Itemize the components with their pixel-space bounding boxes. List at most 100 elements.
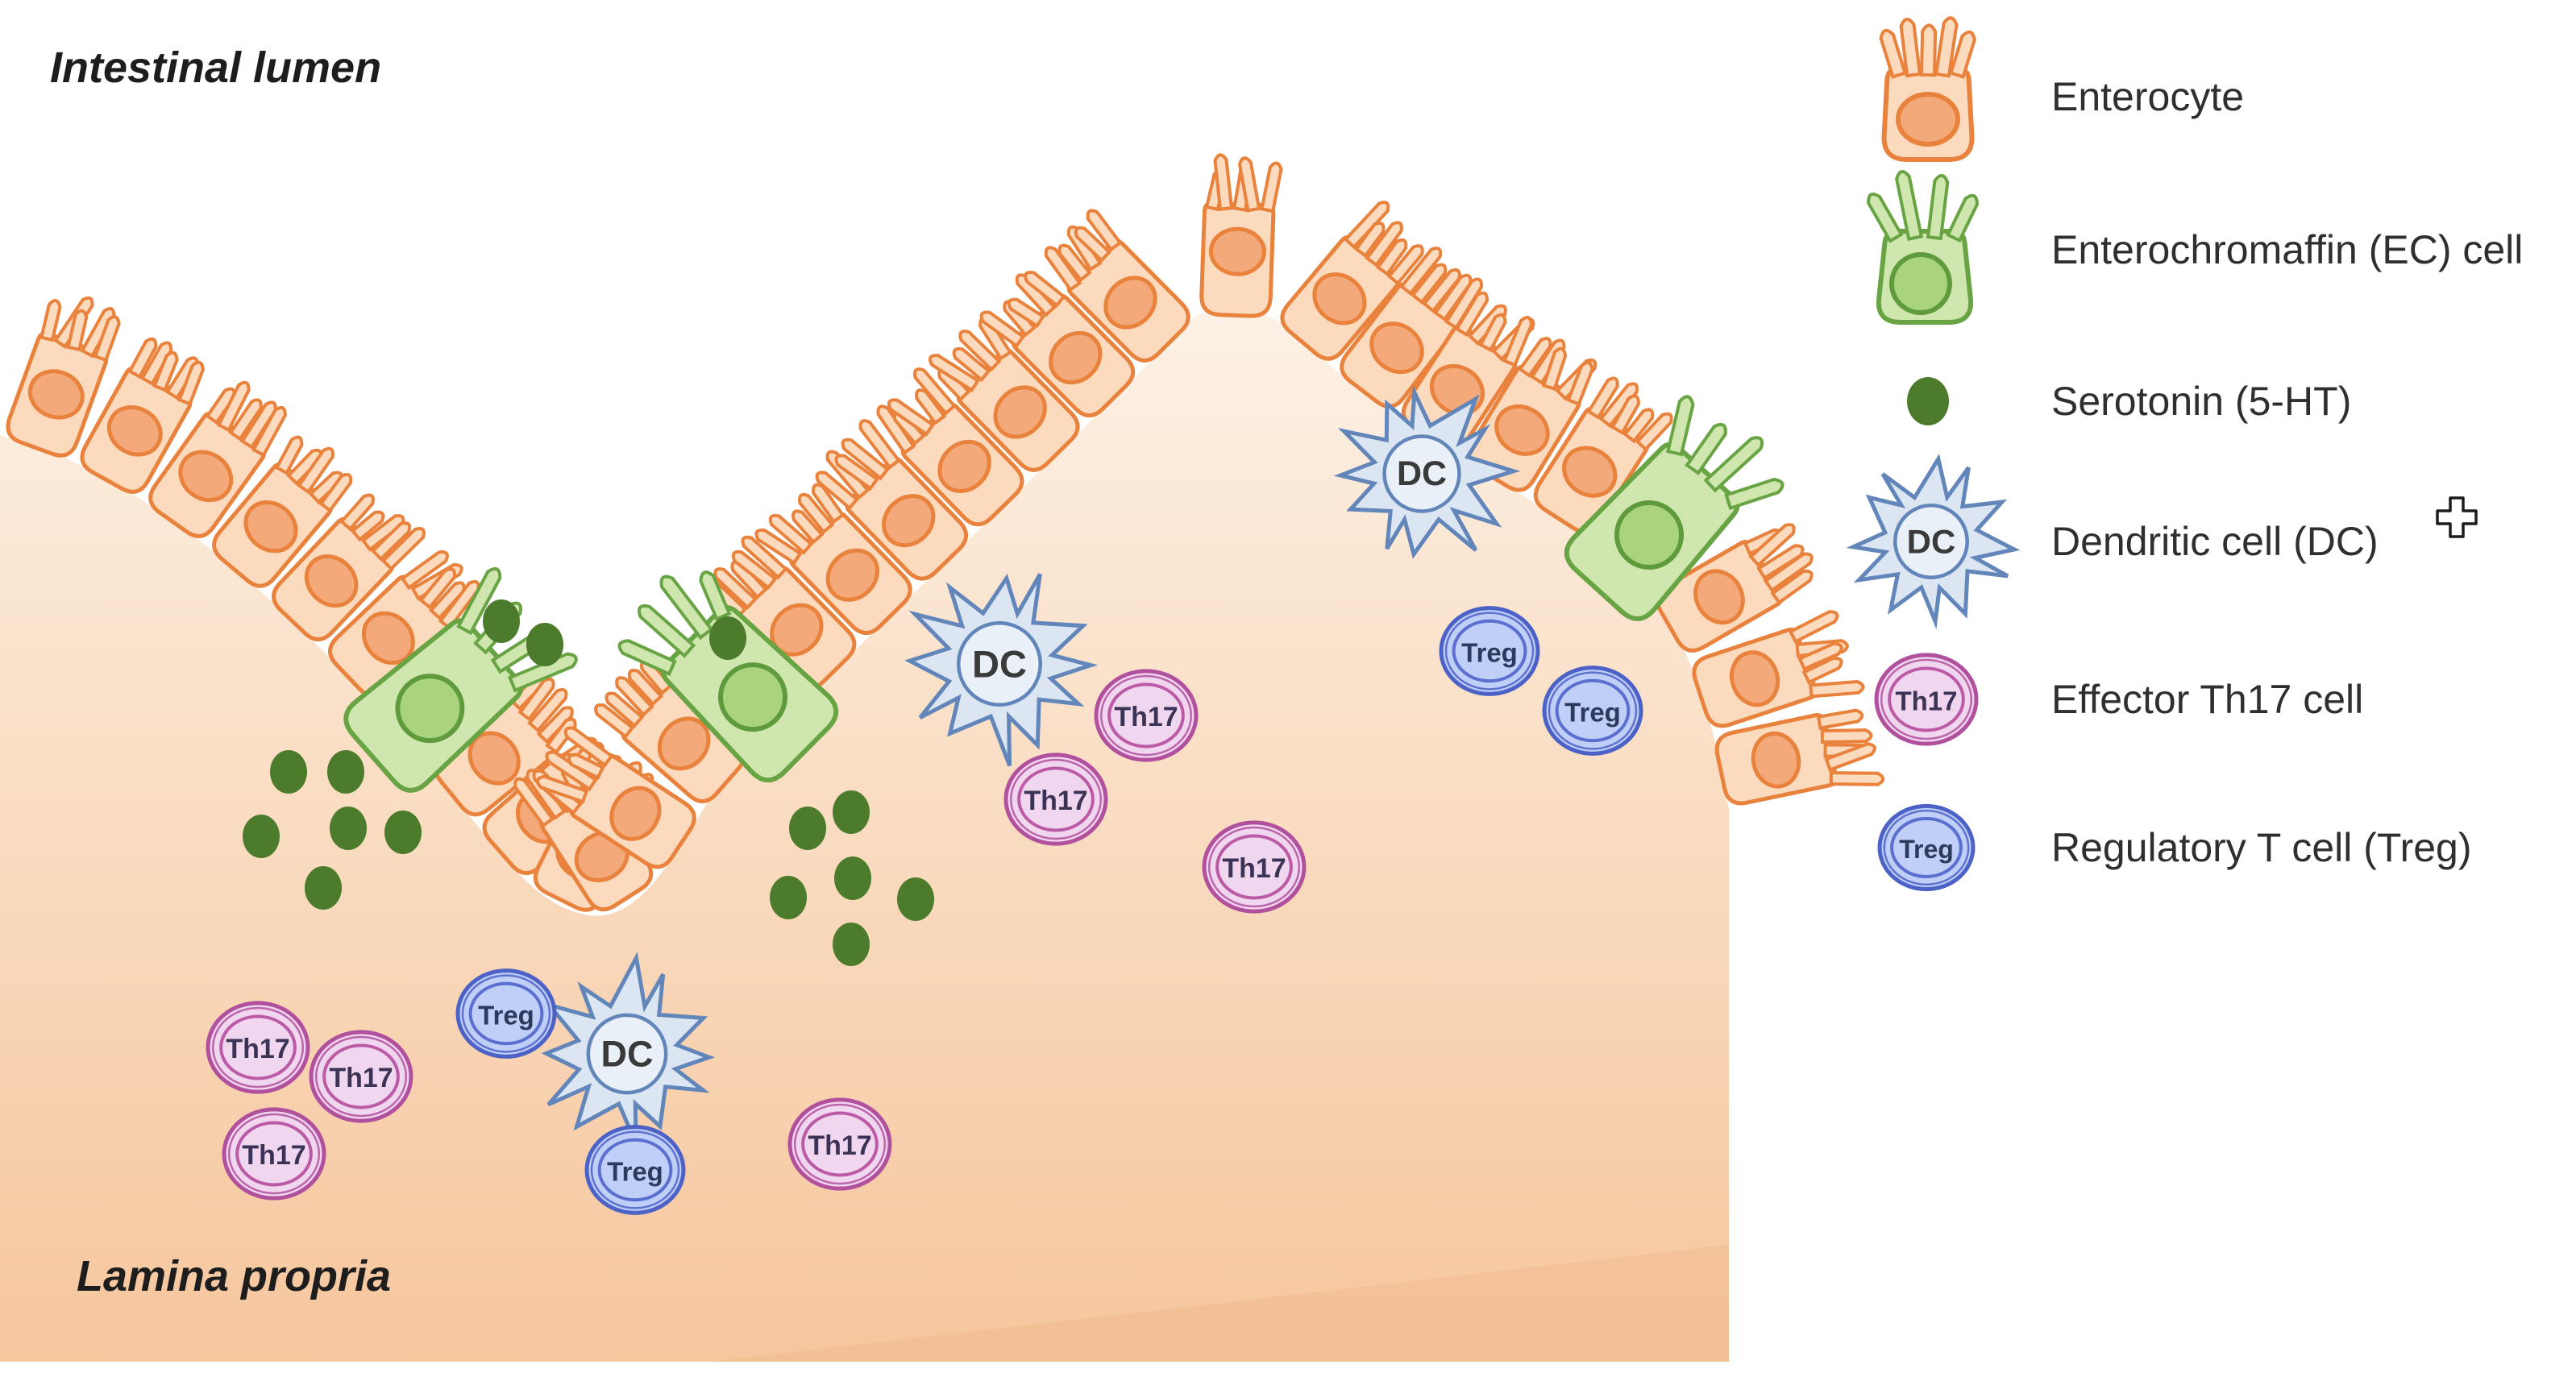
legend-label-treg-cell: Regulatory T cell (Treg) bbox=[2051, 825, 2471, 870]
microvilli bbox=[741, 535, 788, 580]
microvilli bbox=[274, 435, 304, 475]
microvilli bbox=[1444, 277, 1483, 330]
enterocyte-cell bbox=[6, 296, 121, 458]
microvilli bbox=[1926, 173, 1950, 241]
microvilli bbox=[1797, 641, 1843, 671]
microvilli bbox=[507, 652, 578, 693]
legend-icon-th17-cell-badge: Th17 bbox=[1895, 686, 1957, 716]
th17-cell: Th17 bbox=[1094, 669, 1199, 762]
enterochromaffin-cell bbox=[617, 570, 839, 783]
microvilli bbox=[456, 566, 502, 636]
legend-icon-treg-cell: Treg bbox=[1877, 803, 1976, 892]
enterocyte-cell bbox=[1692, 610, 1865, 728]
enterocyte-nucleus bbox=[1494, 404, 1550, 456]
ec-nucleus bbox=[395, 674, 465, 744]
microvilli bbox=[1454, 291, 1489, 338]
treg-cell: Treg bbox=[1439, 606, 1540, 696]
microvilli bbox=[545, 750, 598, 792]
microvilli bbox=[928, 354, 980, 392]
microvilli bbox=[535, 774, 589, 804]
enterocyte-cell bbox=[1340, 247, 1483, 408]
lamina-propria-shade bbox=[709, 1245, 1729, 1362]
microvilli bbox=[1375, 238, 1408, 276]
microvilli bbox=[1598, 382, 1639, 429]
enterocyte-nucleus bbox=[27, 369, 85, 420]
microvilli bbox=[517, 677, 555, 722]
microvilli bbox=[39, 299, 62, 342]
microvilli bbox=[1237, 156, 1261, 213]
enterocyte-nucleus bbox=[1049, 330, 1103, 385]
microvilli bbox=[1386, 244, 1424, 286]
microvilli bbox=[1044, 246, 1082, 292]
microvilli bbox=[1809, 679, 1865, 699]
microvilli bbox=[1635, 412, 1673, 452]
th17-cell-badge: Th17 bbox=[242, 1140, 305, 1171]
legend-label-th17-cell: Effector Th17 cell bbox=[2051, 677, 2363, 722]
microvilli bbox=[1074, 226, 1112, 263]
legend-icon-ec-cell bbox=[1867, 170, 1980, 325]
lamina-propria-label: Lamina propria bbox=[77, 1252, 391, 1300]
serotonin-dot bbox=[526, 623, 563, 666]
th17-cell-badge: Th17 bbox=[1222, 853, 1286, 884]
microvilli bbox=[228, 398, 263, 442]
microvilli bbox=[1685, 422, 1727, 475]
serotonin-dot bbox=[327, 750, 364, 794]
enterocyte-nucleus bbox=[361, 611, 415, 666]
enterocyte-cell bbox=[594, 659, 746, 803]
enterocyte-cell bbox=[815, 419, 969, 581]
enterocyte-nucleus bbox=[1312, 272, 1367, 326]
legend-icon-th17-cell: Th17 bbox=[1874, 653, 1979, 746]
enterocyte-nucleus bbox=[1896, 92, 1960, 147]
serotonin-dot bbox=[270, 750, 307, 794]
enterocyte-cell bbox=[876, 367, 1024, 527]
microvilli bbox=[1086, 209, 1123, 252]
microvilli bbox=[1748, 523, 1796, 568]
enterocyte-nucleus bbox=[609, 786, 662, 841]
microvilli bbox=[637, 604, 696, 658]
microvilli bbox=[1703, 436, 1764, 493]
enterocyte-nucleus bbox=[825, 548, 879, 602]
serotonin-dot bbox=[897, 877, 934, 921]
microvilli bbox=[513, 777, 555, 828]
enterocyte-nucleus bbox=[1369, 321, 1424, 375]
th17-cell: Th17 bbox=[1003, 753, 1108, 846]
microvilli bbox=[1824, 742, 1876, 772]
microvilli bbox=[1820, 728, 1873, 744]
enterocyte-nucleus bbox=[993, 385, 1047, 439]
dendritic-cell: DC bbox=[541, 952, 716, 1144]
th17-cell: Th17 bbox=[222, 1107, 326, 1201]
microvilli bbox=[1566, 361, 1594, 407]
microvilli bbox=[1829, 771, 1885, 786]
microvilli bbox=[659, 574, 714, 641]
microvilli bbox=[1586, 376, 1619, 420]
microvilli bbox=[1763, 552, 1814, 593]
microvilli bbox=[350, 510, 385, 542]
enterocyte-nucleus bbox=[1562, 446, 1618, 498]
microvilli bbox=[536, 706, 574, 744]
microvilli bbox=[567, 753, 605, 780]
serotonin-dot bbox=[833, 790, 870, 834]
microvilli bbox=[1541, 346, 1568, 392]
microvilli bbox=[1024, 271, 1066, 308]
microvilli bbox=[1478, 313, 1507, 353]
microvilli bbox=[798, 492, 835, 534]
th17-cell: Th17 bbox=[309, 1030, 413, 1123]
th17-cell-badge: Th17 bbox=[1024, 786, 1087, 816]
microvilli bbox=[594, 703, 635, 740]
enterocyte-cell bbox=[928, 317, 1080, 472]
microvilli bbox=[731, 549, 778, 591]
legend: Enterocyte Enterochromaffin (EC) cell Se… bbox=[2051, 74, 2523, 870]
microvilli bbox=[297, 446, 335, 495]
dc-badge: DC bbox=[972, 643, 1027, 686]
microvilli bbox=[699, 570, 732, 621]
microvilli bbox=[834, 454, 879, 491]
legend-label-enterocyte: Enterocyte bbox=[2051, 74, 2244, 119]
serotonin-dot bbox=[243, 815, 280, 858]
treg-cell-badge: Treg bbox=[478, 1001, 534, 1031]
microvilli bbox=[418, 567, 456, 610]
treg-cell-badge: Treg bbox=[607, 1157, 663, 1187]
enterocyte-nucleus bbox=[1730, 650, 1780, 707]
